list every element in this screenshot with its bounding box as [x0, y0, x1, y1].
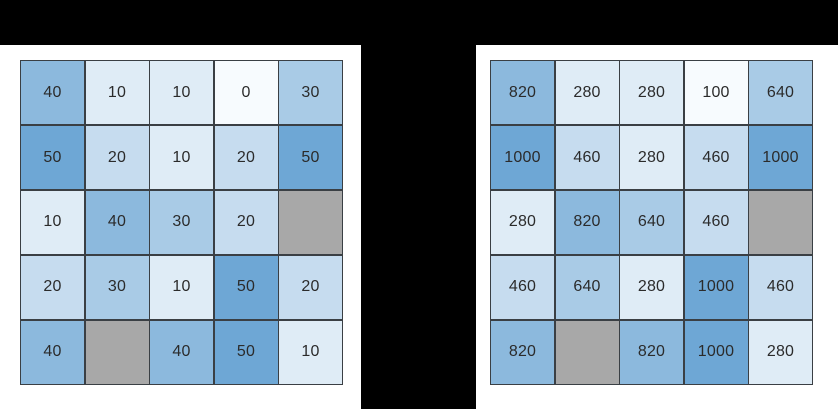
heatmap-cell: 40 — [21, 320, 84, 384]
heatmap-cell: 40 — [85, 190, 149, 255]
heatmap-cell: 30 — [150, 190, 213, 255]
heatmap-cell: 1000 — [684, 255, 748, 320]
heatmap-cell: 50 — [214, 255, 278, 320]
heatmap-cell: 50 — [21, 125, 84, 190]
heatmap-cell: 10 — [279, 320, 342, 384]
heatmap-cell: 1000 — [684, 320, 748, 384]
heatmap-cell: 20 — [21, 255, 84, 320]
heatmap-cell: 460 — [491, 255, 554, 320]
heatmap-cell: 50 — [279, 125, 342, 190]
heatmap-cell: 1000 — [491, 125, 554, 190]
heatmap-cell: 280 — [555, 61, 619, 125]
heatmap-cell: 10 — [85, 61, 149, 125]
heatmap-cell: 820 — [491, 61, 554, 125]
heatmap-cell: 0 — [214, 61, 278, 125]
heatmap-cell: 1000 — [749, 125, 812, 190]
heatmap-cell: 40 — [21, 61, 84, 125]
heatmap-cell: 30 — [85, 255, 149, 320]
heatmap-cell: 460 — [684, 125, 748, 190]
heatmap-cell-missing — [749, 190, 812, 255]
heatmap-cell: 460 — [555, 125, 619, 190]
heatmap-cell: 10 — [150, 61, 213, 125]
heatmap-cell: 20 — [279, 255, 342, 320]
heatmap-cell: 640 — [749, 61, 812, 125]
heatmap-cell: 640 — [620, 190, 683, 255]
heatmap-cell: 10 — [150, 255, 213, 320]
heatmap-cell: 280 — [620, 255, 683, 320]
heatmap-cell: 640 — [555, 255, 619, 320]
heatmap-cell-missing — [279, 190, 342, 255]
heatmap-cell: 280 — [620, 125, 683, 190]
heatmap-cell: 820 — [491, 320, 554, 384]
heatmap-cell: 40 — [150, 320, 213, 384]
heatmap-cell: 820 — [620, 320, 683, 384]
heatmap-cell: 280 — [491, 190, 554, 255]
heatmap-cell: 820 — [555, 190, 619, 255]
heatmap-cell: 50 — [214, 320, 278, 384]
heatmap-cell: 100 — [684, 61, 748, 125]
heatmap-cell: 20 — [214, 125, 278, 190]
heatmap-cell: 460 — [749, 255, 812, 320]
heatmap-cell-missing — [85, 320, 149, 384]
heatmap-cell: 10 — [150, 125, 213, 190]
heatmap-cell: 280 — [620, 61, 683, 125]
heatmap-cell: 280 — [749, 320, 812, 384]
heatmap-cell-missing — [555, 320, 619, 384]
heatmap-cell: 10 — [21, 190, 84, 255]
heatmap-cell: 20 — [85, 125, 149, 190]
heatmap-cell: 20 — [214, 190, 278, 255]
heatmap-cell: 30 — [279, 61, 342, 125]
heatmap-cell: 460 — [684, 190, 748, 255]
